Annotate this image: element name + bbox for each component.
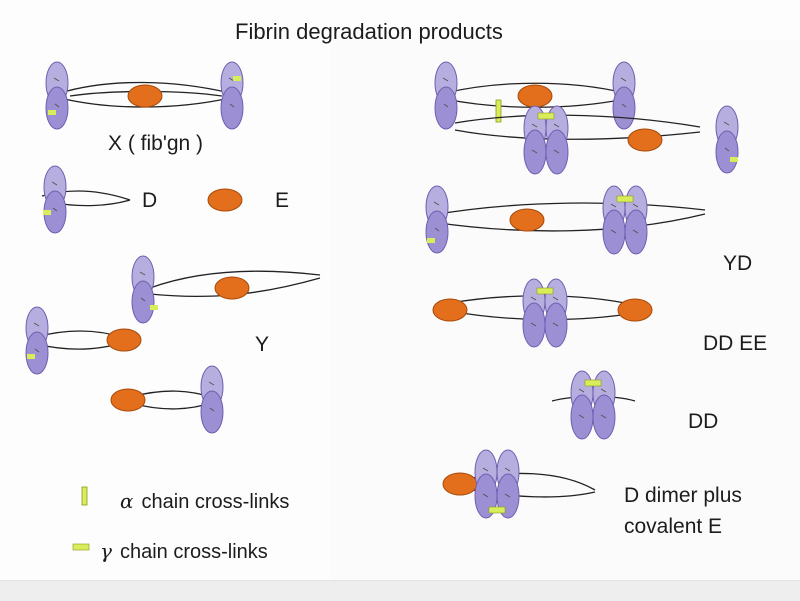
alpha-crosslink <box>495 99 502 123</box>
gamma-crosslink <box>27 354 35 359</box>
coil <box>149 270 321 289</box>
gamma-crosslink <box>584 379 602 387</box>
y-fragment-left <box>25 306 142 375</box>
legend-alpha-text: chain cross-links <box>141 491 290 513</box>
gamma-crosslink <box>536 287 554 295</box>
e-domain <box>207 188 243 212</box>
label-yd: YD <box>723 252 753 275</box>
ddplus-fragment <box>442 449 596 519</box>
coil <box>454 114 701 128</box>
d-fragment <box>41 165 131 234</box>
gamma-crosslink <box>730 157 738 162</box>
d-domain <box>45 61 69 130</box>
y-fragment-lower <box>110 365 224 434</box>
alpha-symbol: α <box>120 489 134 513</box>
alpha-crosslink-legend-swatch <box>81 486 88 506</box>
gamma-crosslink <box>233 76 241 81</box>
label-dd: DD <box>688 410 719 433</box>
label-ddplus-line2: covalent E <box>624 515 723 538</box>
coil <box>59 81 231 94</box>
polymer-complex <box>434 61 739 175</box>
y-fragment-upper <box>131 255 321 324</box>
e-domain <box>214 276 250 300</box>
legend-gamma: γ chain cross-links <box>100 539 268 564</box>
e-domain <box>106 328 142 352</box>
gamma-crosslink <box>43 210 51 215</box>
label-ddplus-line1: D dimer plus <box>624 484 742 507</box>
label-y: Y <box>255 333 270 356</box>
dd-fragment <box>551 370 636 440</box>
gamma-crosslink <box>488 506 506 514</box>
e-domain <box>617 298 653 322</box>
e-domain <box>432 298 468 322</box>
legend-gamma-text: chain cross-links <box>119 541 268 563</box>
e-domain <box>127 84 163 108</box>
diagram-title: Fibrin degradation products <box>235 19 503 44</box>
d-domain <box>715 105 739 174</box>
d-domain <box>200 365 224 434</box>
legend-alpha: α chain cross-links <box>120 489 289 514</box>
coil <box>444 82 626 94</box>
d-domain <box>131 255 155 324</box>
e-domain <box>442 472 478 496</box>
e-domain <box>627 128 663 152</box>
label-e: E <box>275 189 290 212</box>
gamma-crosslink <box>48 110 56 115</box>
gamma-symbol: γ <box>100 539 112 563</box>
e-domain <box>517 84 553 108</box>
d-domain <box>25 306 49 375</box>
label-ddee: DD EE <box>703 332 768 355</box>
d-domain <box>434 61 458 130</box>
d-domain <box>220 61 244 130</box>
d-domain <box>43 165 67 234</box>
gamma-crosslink <box>616 195 634 203</box>
e-domain <box>509 208 545 232</box>
label-x: X ( fib'gn ) <box>108 132 204 155</box>
coil <box>431 202 706 216</box>
yd-fragment <box>425 185 706 255</box>
e-fragment <box>207 188 243 212</box>
x-fragment <box>45 61 244 130</box>
e-domain <box>110 388 146 412</box>
gamma-crosslink <box>537 112 555 120</box>
gamma-crosslink-legend-swatch <box>72 543 90 551</box>
gamma-crosslink <box>427 238 435 243</box>
coil <box>454 129 701 140</box>
gamma-crosslink <box>150 305 158 310</box>
ddee-fragment <box>432 278 653 348</box>
label-d: D <box>142 189 158 212</box>
coil <box>431 213 706 232</box>
footer-bar <box>0 580 800 601</box>
